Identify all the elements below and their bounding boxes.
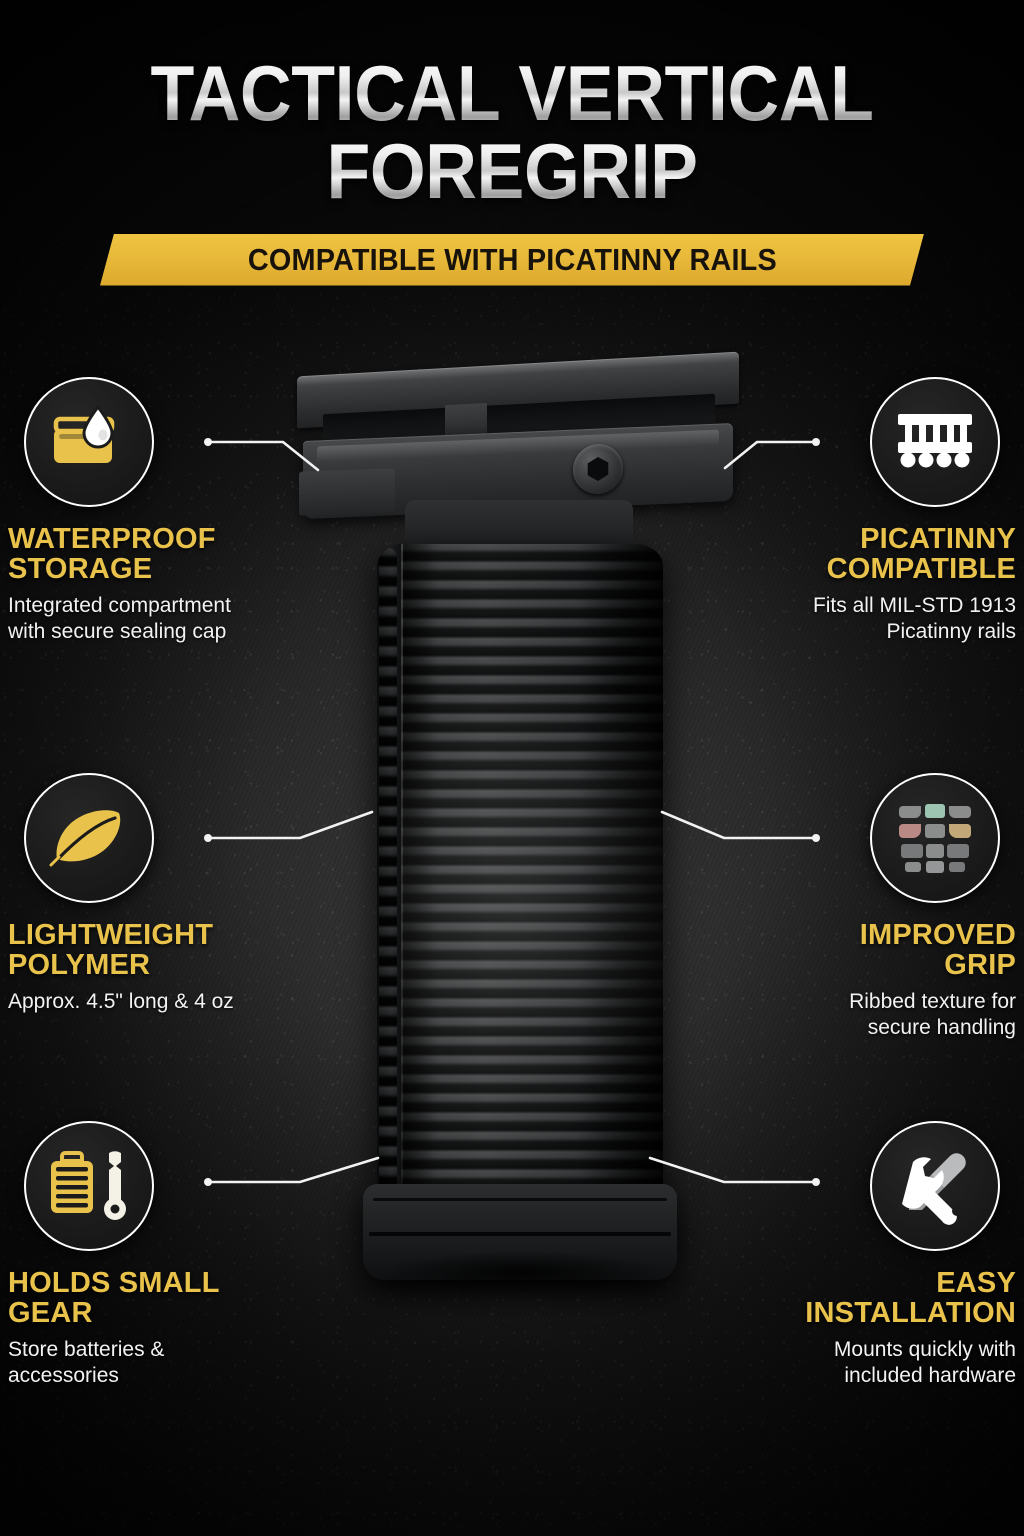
grip-side-notches bbox=[379, 548, 397, 1256]
feature-picatinny-compatible: PICATINNY COMPATIBLE Fits all MIL-STD 19… bbox=[716, 377, 1016, 645]
grip-body-ribbed bbox=[377, 544, 663, 1260]
feature-desc-easy-installation: Mounts quickly with included hardware bbox=[716, 1337, 1016, 1389]
compatibility-banner: COMPATIBLE WITH PICATINNY RAILS bbox=[100, 233, 924, 286]
feature-desc-lightweight-polymer: Approx. 4.5" long & 4 oz bbox=[8, 989, 308, 1015]
feature-title-line-1: EASY bbox=[936, 1267, 1016, 1299]
feature-title-lightweight-polymer: LIGHTWEIGHT POLYMER bbox=[8, 919, 308, 981]
feature-title-line-1: HOLDS SMALL bbox=[8, 1267, 220, 1299]
feature-title-line-1: PICATINNY bbox=[860, 523, 1016, 555]
feature-title-line-1: IMPROVED bbox=[859, 919, 1016, 951]
feature-title-line-2: COMPATIBLE bbox=[826, 552, 1016, 585]
feature-title-line-1: LIGHTWEIGHT bbox=[8, 919, 214, 951]
feature-title-easy-installation: EASY INSTALLATION bbox=[716, 1267, 1016, 1329]
feather-glyph bbox=[49, 810, 121, 867]
feature-desc-line-2: with secure sealing cap bbox=[8, 620, 227, 644]
feature-waterproof-storage: WATERPROOF STORAGE Integrated compartmen… bbox=[8, 377, 308, 645]
product-floor-shadow bbox=[327, 1242, 717, 1302]
grip-seam-line bbox=[401, 544, 403, 1260]
banner-wrapper: COMPATIBLE WITH PICATINNY RAILS bbox=[0, 233, 1024, 286]
wrench-screwdriver-glyph bbox=[902, 1153, 966, 1225]
picatinny-rail-glyph bbox=[898, 414, 972, 468]
battery-wrench-icon bbox=[24, 1121, 154, 1251]
feature-title-line-2: STORAGE bbox=[8, 552, 153, 585]
feature-desc-line-2: accessories bbox=[8, 1364, 119, 1388]
feature-desc-holds-small-gear: Store batteries & accessories bbox=[8, 1337, 308, 1389]
feature-easy-installation: EASY INSTALLATION Mounts quickly with in… bbox=[716, 1121, 1016, 1389]
header: TACTICAL VERTICAL FOREGRIP COMPATIBLE WI… bbox=[0, 54, 1024, 286]
waterproof-container-icon bbox=[24, 377, 154, 507]
grip-texture-icon bbox=[870, 773, 1000, 903]
feature-title-line-1: WATERPROOF bbox=[8, 523, 216, 555]
feature-desc-line-2: Picatinny rails bbox=[886, 620, 1016, 644]
picatinny-rail-icon bbox=[870, 377, 1000, 507]
rail-mount-left-foot bbox=[299, 468, 395, 516]
page-title-line-2: FOREGRIP bbox=[41, 132, 983, 210]
feature-title-waterproof-storage: WATERPROOF STORAGE bbox=[8, 523, 308, 585]
feature-title-line-2: POLYMER bbox=[8, 948, 151, 981]
feature-desc-line-1: Mounts quickly with bbox=[833, 1338, 1016, 1362]
feature-title-line-2: GEAR bbox=[8, 1296, 93, 1329]
grip-shading bbox=[377, 544, 663, 1260]
feature-title-line-2: INSTALLATION bbox=[805, 1296, 1016, 1329]
feature-desc-line-1: Integrated compartment bbox=[8, 594, 231, 618]
wrench-screwdriver-icon bbox=[870, 1121, 1000, 1251]
feature-title-picatinny-compatible: PICATINNY COMPATIBLE bbox=[716, 523, 1016, 585]
feature-improved-grip: IMPROVED GRIP Ribbed texture for secure … bbox=[716, 773, 1016, 1041]
feature-desc-picatinny-compatible: Fits all MIL-STD 1913 Picatinny rails bbox=[716, 593, 1016, 645]
feature-desc-waterproof-storage: Integrated compartment with secure seali… bbox=[8, 593, 308, 645]
feature-lightweight-polymer: LIGHTWEIGHT POLYMER Approx. 4.5" long & … bbox=[8, 773, 308, 1015]
waterproof-container-glyph bbox=[53, 405, 115, 463]
grip-side-channel bbox=[377, 544, 401, 1260]
feature-desc-line-1: Approx. 4.5" long & 4 oz bbox=[8, 990, 234, 1014]
feature-desc-line-1: Store batteries & bbox=[8, 1338, 165, 1362]
feature-title-holds-small-gear: HOLDS SMALL GEAR bbox=[8, 1267, 308, 1329]
feature-title-line-2: GRIP bbox=[944, 948, 1016, 981]
page-title-line-1: TACTICAL VERTICAL bbox=[41, 54, 983, 132]
feature-desc-line-2: included hardware bbox=[844, 1364, 1016, 1388]
compatibility-banner-label: COMPATIBLE WITH PICATINNY RAILS bbox=[247, 241, 777, 277]
feature-desc-line-1: Ribbed texture for bbox=[849, 990, 1016, 1014]
grip-texture-glyph bbox=[899, 804, 971, 873]
feather-icon bbox=[24, 773, 154, 903]
feature-desc-line-2: secure handling bbox=[867, 1016, 1016, 1040]
battery-wrench-glyph bbox=[51, 1151, 126, 1220]
feature-holds-small-gear: HOLDS SMALL GEAR Store batteries & acces… bbox=[8, 1121, 308, 1389]
feature-desc-improved-grip: Ribbed texture for secure handling bbox=[716, 989, 1016, 1041]
feature-desc-line-1: Fits all MIL-STD 1913 bbox=[812, 594, 1016, 618]
product-image-foregrip bbox=[283, 351, 753, 1302]
feature-title-improved-grip: IMPROVED GRIP bbox=[716, 919, 1016, 981]
